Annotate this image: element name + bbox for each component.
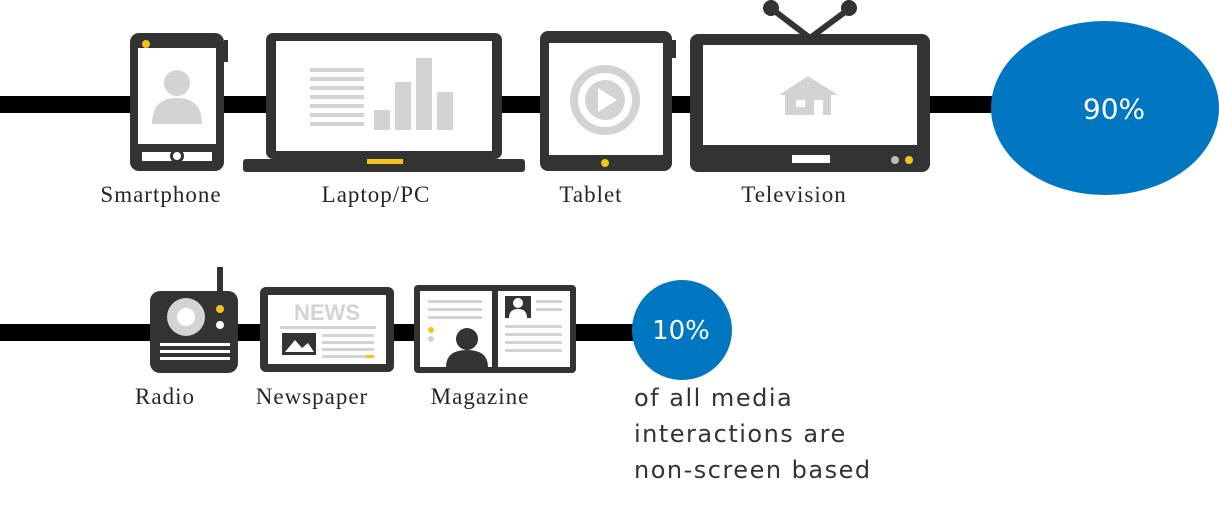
television-icon: [690, 0, 930, 172]
media-label-radio: Radio: [135, 384, 195, 409]
caption-line-1: of all media: [634, 384, 794, 412]
device-label-television: Television: [741, 182, 847, 207]
non-screen-share-circle: [632, 280, 732, 380]
caption-line-3: non-screen based: [634, 456, 872, 484]
screen-share-circle: [991, 21, 1219, 195]
tablet-icon: [540, 31, 676, 171]
newspaper-icon: NEWS: [260, 287, 394, 372]
smartphone-icon: [130, 33, 228, 171]
device-label-laptop: Laptop/PC: [321, 182, 431, 207]
non-screen-caption: of all media interactions are non-screen…: [634, 380, 872, 488]
media-label-magazine: Magazine: [430, 384, 530, 409]
media-label-newspaper: Newspaper: [255, 384, 369, 409]
device-label-tablet: Tablet: [559, 182, 623, 207]
non-screen-share-value: 10%: [652, 316, 710, 346]
screen-share-value: 90%: [1082, 92, 1146, 126]
device-label-smartphone: Smartphone: [100, 182, 222, 207]
radio-icon: [150, 267, 238, 373]
laptop-icon: [243, 33, 525, 172]
newspaper-masthead: NEWS: [294, 300, 360, 325]
magazine-icon: [414, 285, 576, 373]
caption-line-2: interactions are: [634, 420, 847, 448]
